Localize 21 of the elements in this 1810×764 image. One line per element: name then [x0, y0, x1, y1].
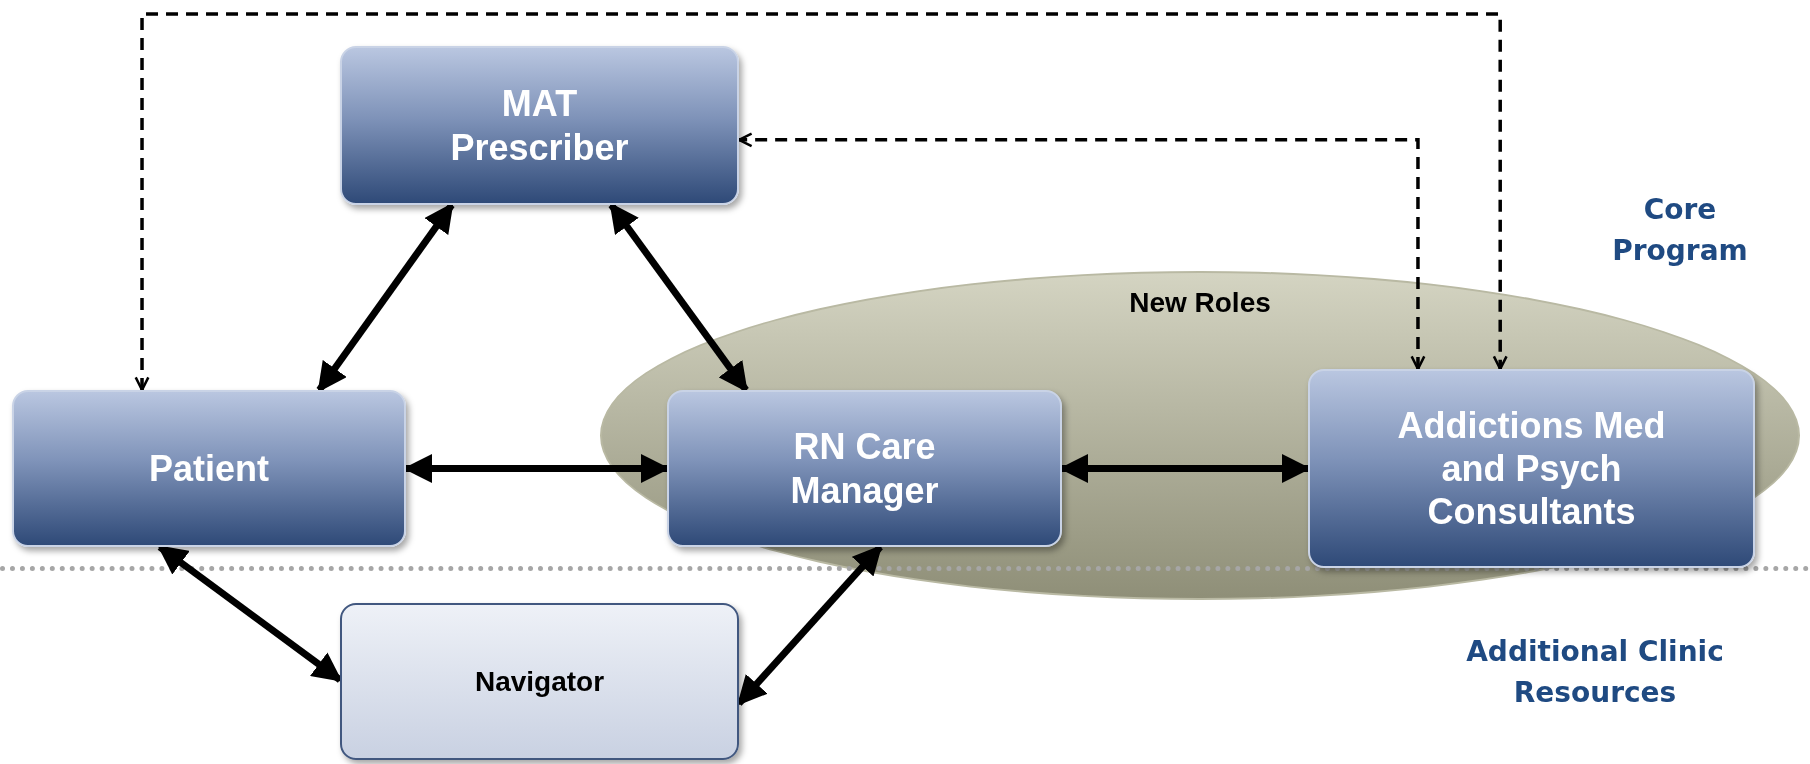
double-arrow — [403, 453, 670, 484]
role-name: Addictions Med and Psych Consultants — [1396, 403, 1667, 534]
dashed-arrow — [737, 132, 1426, 371]
section-label: Additional Clinic Resources — [1465, 634, 1725, 711]
double-arrow — [1059, 453, 1311, 484]
role-box — [340, 603, 739, 760]
dashed-arrow — [134, 12, 1508, 392]
section-label: Core Program — [1611, 192, 1749, 269]
group-title: New Roles — [1128, 287, 1272, 319]
role-name: Navigator — [474, 664, 605, 699]
double-arrow — [157, 544, 343, 683]
double-arrow — [316, 202, 455, 393]
double-arrow — [736, 544, 883, 706]
double-arrow — [608, 202, 749, 393]
role-name: MAT Prescriber — [449, 82, 630, 169]
role-box — [340, 46, 739, 205]
role-box — [12, 390, 406, 547]
role-name: Patient — [149, 446, 269, 491]
role-name: RN Care Manager — [789, 425, 940, 512]
role-box — [667, 390, 1062, 547]
role-box — [1308, 369, 1755, 568]
